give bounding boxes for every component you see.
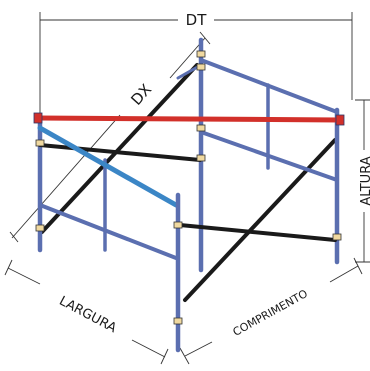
dimension-lines [4, 12, 370, 365]
red-rail-end-right [335, 114, 345, 126]
red-top-rail [35, 115, 343, 123]
largura-label: LARGURA [57, 294, 119, 337]
red-rail-end-left [33, 112, 43, 124]
back-braces [40, 63, 337, 302]
back-left-diagonal [40, 63, 199, 234]
back-right-diagonal [183, 138, 337, 302]
dx-label: DX [127, 81, 155, 109]
altura-label: ALTURA [359, 156, 370, 205]
cross-bars [38, 143, 337, 242]
blue-diagonal-brace [37, 125, 179, 208]
couplers [35, 50, 342, 325]
dt-label: DT [186, 11, 208, 29]
comprimento-label: COMPRIMENTO [231, 287, 311, 339]
